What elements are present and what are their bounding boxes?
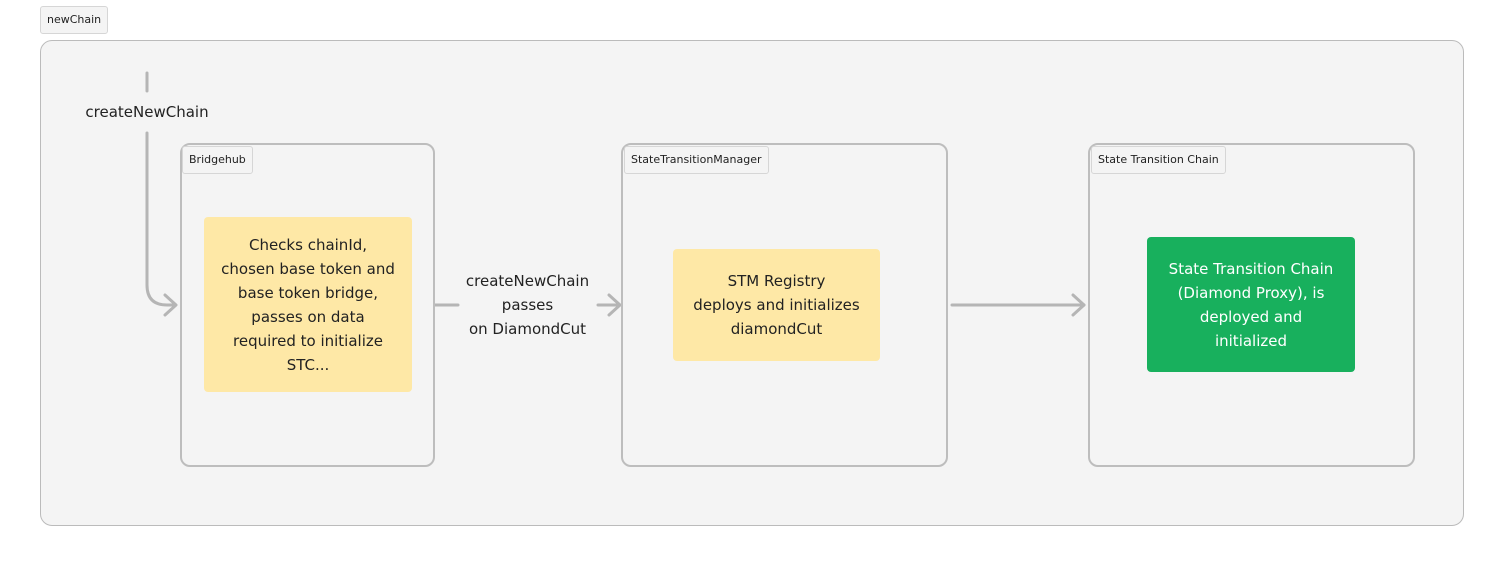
frame-label-state-transition-manager: StateTransitionManager: [624, 146, 769, 174]
group-label-newchain: newChain: [40, 6, 109, 34]
note-stm-registry: STM Registry deploys and initializes dia…: [673, 249, 880, 361]
entry-edge-label: createNewChain: [85, 103, 209, 121]
edge-bridgehub-stm-arrowhead: [607, 293, 622, 317]
entry-edge: [145, 131, 177, 307]
edge-label-bridgehub-stm: createNewChain passes on DiamondCut: [465, 272, 590, 338]
frame-label-bridgehub: Bridgehub: [182, 146, 253, 174]
frame-label-state-transition-chain: State Transition Chain: [1091, 146, 1226, 174]
edge-stm-stc-arrowhead: [1071, 293, 1086, 317]
entry-arrowhead: [163, 293, 178, 317]
note-bridgehub: Checks chainId, chosen base token and ba…: [204, 217, 412, 392]
note-state-transition-chain: State Transition Chain (Diamond Proxy), …: [1147, 237, 1355, 372]
